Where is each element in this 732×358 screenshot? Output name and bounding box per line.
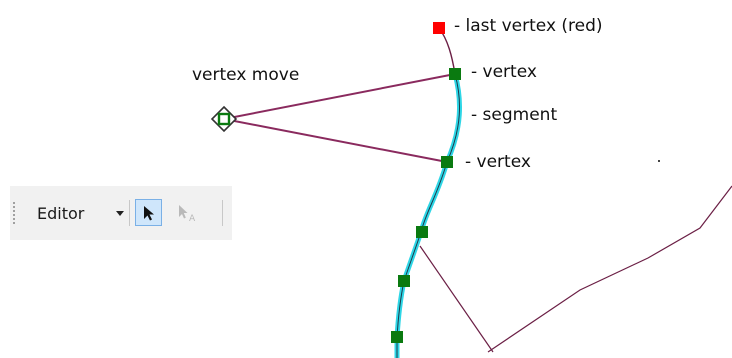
- vertex-move-cursor-icon[interactable]: [210, 105, 238, 133]
- edit-tool-button[interactable]: [135, 199, 162, 226]
- map-speck: [658, 160, 660, 162]
- vertex-top-label: - vertex: [471, 62, 537, 82]
- editor-toolbar: Editor A: [10, 186, 232, 240]
- arrow-cursor-icon: [144, 206, 154, 221]
- segment-label: - segment: [471, 105, 558, 125]
- vertex-marker[interactable]: [391, 331, 403, 343]
- edited-line-highlight: [394, 71, 463, 358]
- vertex-marker[interactable]: [449, 68, 461, 80]
- vertex-marker[interactable]: [441, 156, 453, 168]
- last-vertex-marker[interactable]: [433, 22, 445, 34]
- chevron-down-icon[interactable]: [116, 211, 124, 216]
- vertex-marker[interactable]: [416, 226, 428, 238]
- edit-annotation-tool-button[interactable]: A: [173, 199, 200, 226]
- network-line-branch: [419, 245, 494, 353]
- toolbar-grip[interactable]: [13, 202, 17, 224]
- last-vertex-label: - last vertex (red): [454, 16, 603, 36]
- edited-line-to-last: [438, 27, 456, 75]
- annotation-arrow-icon: A: [179, 205, 196, 224]
- vertex-bottom-label: - vertex: [465, 152, 531, 172]
- vertex-marker[interactable]: [398, 275, 410, 287]
- svg-text:A: A: [189, 214, 196, 224]
- vertex-move-label: vertex move: [192, 65, 300, 85]
- editor-menu-button[interactable]: Editor: [37, 204, 85, 223]
- toolbar-separator: [222, 200, 223, 226]
- network-line-long: [487, 185, 732, 353]
- rubber-band-line-top: [223, 73, 456, 120]
- rubber-band-line-bottom: [223, 118, 448, 163]
- toolbar-separator: [129, 200, 130, 226]
